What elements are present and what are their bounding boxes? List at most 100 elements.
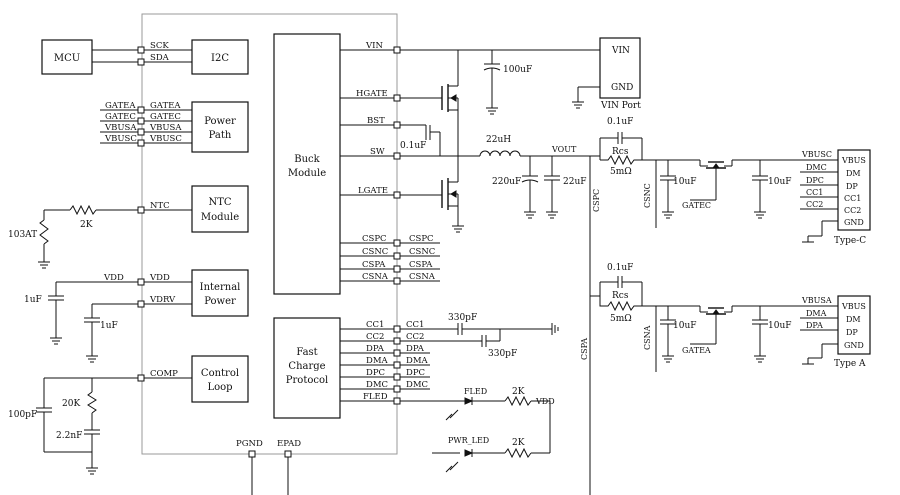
rcs-c-resistor: [600, 154, 700, 166]
net-dma: DMA: [406, 356, 429, 366]
ntc-label-1: NTC: [208, 197, 231, 208]
internal-power-label-2: Power: [204, 296, 236, 307]
type-c-mosfet: [699, 160, 733, 200]
sense-pin-lines: [340, 239, 440, 285]
typec-pin-vbus: VBUS: [841, 156, 866, 165]
cspc-vertical-label: CSPC: [592, 189, 601, 212]
c-typec-value: 10uF: [768, 177, 792, 187]
c-vdrv-value: 1uF: [100, 321, 118, 331]
vin-port-pin-gnd: GND: [611, 83, 633, 93]
control-loop-label-2: Loop: [207, 382, 232, 393]
r-ntc-value: 2K: [80, 220, 93, 230]
net-gatea-left: GATEA: [105, 101, 136, 111]
c-bst-value: 0.1uF: [400, 141, 426, 151]
pin-ntc: NTC: [150, 201, 170, 211]
i2c-block: [191, 39, 249, 75]
internal-power-block: [191, 269, 249, 317]
csna-vertical-label: CSNA: [643, 325, 652, 350]
csnc-vertical-label: CSNC: [643, 183, 652, 208]
pin-dpc: DPC: [366, 368, 385, 378]
c-out1-value: 220uF: [492, 177, 521, 187]
fled-label: FLED: [464, 387, 487, 396]
buck-label-2: Module: [288, 168, 326, 179]
pin-sda: SDA: [150, 53, 170, 63]
r-pwr-value: 2K: [512, 438, 525, 448]
buck-module-block: [273, 33, 341, 295]
r-fled-value: 2K: [512, 387, 525, 397]
net-vbusa-left: VBUSA: [104, 123, 137, 133]
typec-pin-dp: DP: [846, 182, 858, 191]
vin-port-label: VIN Port: [600, 101, 641, 111]
pwr-led-label: PWR_LED: [448, 436, 489, 445]
fast-charge-block: [273, 317, 341, 419]
fcp-label-1: Fast: [296, 347, 317, 358]
net-gatec-left: GATEC: [105, 112, 136, 122]
type-a-label: Type A: [834, 359, 866, 369]
c-comp1-value: 100pF: [8, 410, 37, 420]
typec-pin-dm: DM: [846, 169, 861, 178]
c-out2-value: 22uF: [563, 177, 587, 187]
protocol-pin-lines: [340, 325, 482, 405]
typec-net-cc1: CC1: [806, 188, 823, 197]
c-rcs-c-value: 0.1uF: [607, 117, 633, 127]
typea-pin-vbus: VBUS: [841, 302, 866, 311]
net-vbusc-left: VBUSC: [104, 134, 137, 144]
c-rcs-a-value: 0.1uF: [607, 263, 633, 273]
r-comp-resistor: [87, 391, 97, 414]
pin-hgate: HGATE: [356, 89, 388, 99]
ntc-thermistor: [39, 219, 49, 245]
c-vdd-value: 1uF: [24, 295, 42, 305]
c-cc1-value: 330pF: [448, 313, 477, 323]
pin-comp: COMP: [150, 369, 178, 379]
inductor: [479, 150, 521, 157]
control-loop-block: [191, 355, 249, 403]
type-c-label: Type-C: [834, 236, 866, 246]
r-pwr-resistor: [504, 447, 532, 459]
c-typea-value: 10uF: [768, 321, 792, 331]
power-path-block: [191, 101, 249, 153]
pin-cspa: CSPA: [362, 260, 386, 270]
gatec-label: GATEC: [682, 201, 711, 210]
pin-csnc: CSNC: [362, 247, 388, 257]
inductor-value: 22uH: [486, 135, 511, 145]
typec-net-vbusc: VBUSC: [801, 150, 832, 159]
rcs-a-resistor: [599, 296, 700, 312]
type-c-connector: [837, 149, 871, 231]
rcs-c-label: Rcs: [612, 147, 629, 157]
net-cspc: CSPC: [409, 234, 434, 244]
net-vdd: VDD: [103, 273, 124, 283]
c-comp2-value: 2.2nF: [56, 431, 82, 441]
typec-net-dpc: DPC: [806, 176, 824, 185]
gatea-label: GATEA: [682, 346, 711, 355]
ntc-module-block: [191, 185, 249, 233]
typea-net-vbusa: VBUSA: [801, 296, 832, 305]
chip-outline: [141, 13, 398, 455]
c-csnc-value: 10uF: [673, 177, 697, 187]
pin-sck: SCK: [150, 41, 169, 51]
ntc-therm-value: 103AT: [8, 230, 37, 240]
pin-vin: VIN: [365, 41, 383, 51]
fcp-label-3: Protocol: [286, 375, 328, 386]
typea-pin-gnd: GND: [844, 341, 864, 350]
typec-net-dmc: DMC: [806, 163, 827, 172]
pin-fled: FLED: [363, 392, 388, 402]
pin-gatea: GATEA: [150, 101, 181, 111]
high-side-mosfet: [441, 50, 459, 156]
pin-epad: EPAD: [277, 439, 301, 449]
net-cspa: CSPA: [409, 260, 433, 270]
pin-vbusa: VBUSA: [149, 123, 182, 133]
r-ntc-resistor: [69, 204, 97, 216]
pin-csna: CSNA: [362, 272, 389, 282]
pin-cspc: CSPC: [362, 234, 387, 244]
typec-pin-cc1: CC1: [844, 194, 861, 203]
typec-net-cc2: CC2: [806, 200, 823, 209]
rcs-a-value: 5mΩ: [610, 314, 632, 324]
rcs-a-label: Rcs: [612, 291, 629, 301]
r-fled-resistor: [504, 395, 532, 407]
pin-dpa: DPA: [366, 344, 385, 354]
pin-cc2: CC2: [366, 332, 384, 342]
pin-bst: BST: [367, 116, 385, 126]
rcs-c-value: 5mΩ: [610, 167, 632, 177]
power-path-label-2: Path: [209, 130, 232, 141]
pin-pgnd: PGND: [236, 439, 263, 449]
